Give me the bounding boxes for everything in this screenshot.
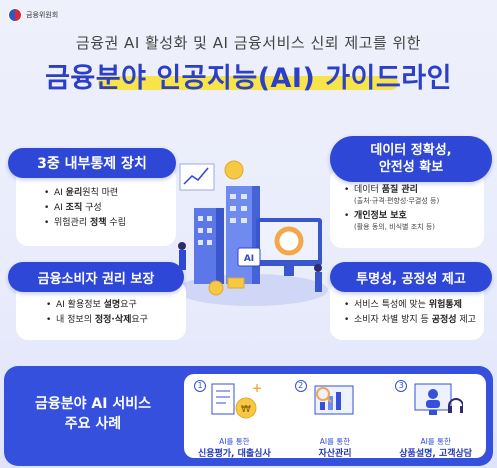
use-case-title: 신용평가, 대출심사: [197, 449, 271, 459]
use-case-title: 자산관리: [318, 449, 352, 459]
section-data-accuracy-label-line2: 안전성 확보: [378, 160, 444, 175]
list-item: 내 정보의 정정·삭제요구: [46, 313, 148, 328]
use-case-prefix: AI를 통한: [219, 437, 250, 446]
page-title: 금융분야 인공지능(AI) 가이드라인: [0, 56, 497, 95]
section-data-accuracy-list: 데이터 품질 관리(출처·규격·편향성·무결성 등) 개인정보 보호(활용 동의…: [344, 184, 439, 236]
svg-text:₩: ₩: [241, 404, 251, 415]
section-data-accuracy-label: 데이터 정확성, 안전성 확보: [330, 136, 492, 182]
org-name: 금융위원회: [26, 11, 59, 19]
list-item: AI 조직 구성: [44, 201, 126, 216]
section-data-accuracy-label-line1: 데이터 정확성,: [370, 143, 452, 158]
list-item: 데이터 품질 관리(출처·규격·편향성·무결성 등): [344, 184, 439, 206]
use-case-title: 상품설명, 고객상담: [399, 449, 473, 459]
use-cases-title-line1: 금융분야 AI 서비스: [35, 396, 151, 412]
section-consumer-rights-label: 금융소비자 권리 보장: [8, 262, 184, 292]
page-title-text: 금융분야 인공지능(AI) 가이드라인: [45, 63, 452, 94]
use-case-number: 3: [395, 380, 408, 392]
credit-document-moneybag-icon: ₩ +: [211, 381, 262, 419]
use-case-number: 2: [294, 380, 307, 392]
list-item: 소비자 차별 방지 등 공정성 제고: [344, 313, 476, 328]
list-item: 서비스 특성에 맞는 위험통제: [344, 298, 476, 313]
use-cases-list: 1 ₩ + AI를 통한 신용평가, 대출심사 2: [184, 374, 486, 459]
use-cases-title: 금융분야 AI 서비스 주요 사례: [16, 394, 170, 434]
list-item: 개인정보 보호(활용 동의, 비식별 조치 등): [344, 210, 439, 232]
svg-text:AI: AI: [244, 254, 254, 264]
subtitle: 금융권 AI 활성화 및 AI 금융서비스 신뢰 제고를 위한: [75, 34, 422, 52]
list-item: 위험관리 정책 수립: [44, 216, 126, 231]
section-consumer-rights-list: AI 활용정보 설명요구 내 정보의 정정·삭제요구: [46, 298, 148, 328]
section-transparency-list: 서비스 특성에 맞는 위험통제 소비자 차별 방지 등 공정성 제고: [344, 298, 476, 328]
section-internal-control-list: AI 윤리원칙 마련 AI 조직 구성 위험관리 정책 수립: [44, 186, 126, 231]
org-header: 금융위원회: [8, 8, 58, 22]
monitor-headset-icon: [414, 383, 464, 415]
ai-finance-illustration-icon: AI: [176, 160, 328, 306]
use-cases-title-line2: 주요 사례: [64, 416, 122, 432]
use-case-asset: 2 AI를 통한 자산관리: [285, 374, 386, 459]
section-transparency-label: 투명성, 공정성 제고: [330, 262, 492, 292]
asset-chart-magnifier-icon: [314, 385, 354, 415]
svg-text:+: +: [252, 381, 262, 395]
use-case-number: 1: [194, 380, 206, 392]
use-case-consult: 3 AI를 통한 상품설명, 고객상담: [385, 374, 486, 459]
use-cases-panel: 금융분야 AI 서비스 주요 사례 1 ₩ + AI를 통한 신용평가, 대출심…: [4, 366, 493, 466]
use-case-credit: 1 ₩ + AI를 통한 신용평가, 대출심사: [184, 374, 285, 459]
section-internal-control-label: 3중 내부통제 장치: [8, 148, 176, 178]
list-item: AI 활용정보 설명요구: [46, 298, 148, 313]
fsc-logo-icon: [8, 8, 22, 22]
use-case-prefix: AI를 통한: [420, 437, 451, 446]
use-case-prefix: AI를 통한: [319, 437, 351, 446]
list-item: AI 윤리원칙 마련: [44, 186, 126, 201]
title-highlight: [98, 76, 398, 90]
